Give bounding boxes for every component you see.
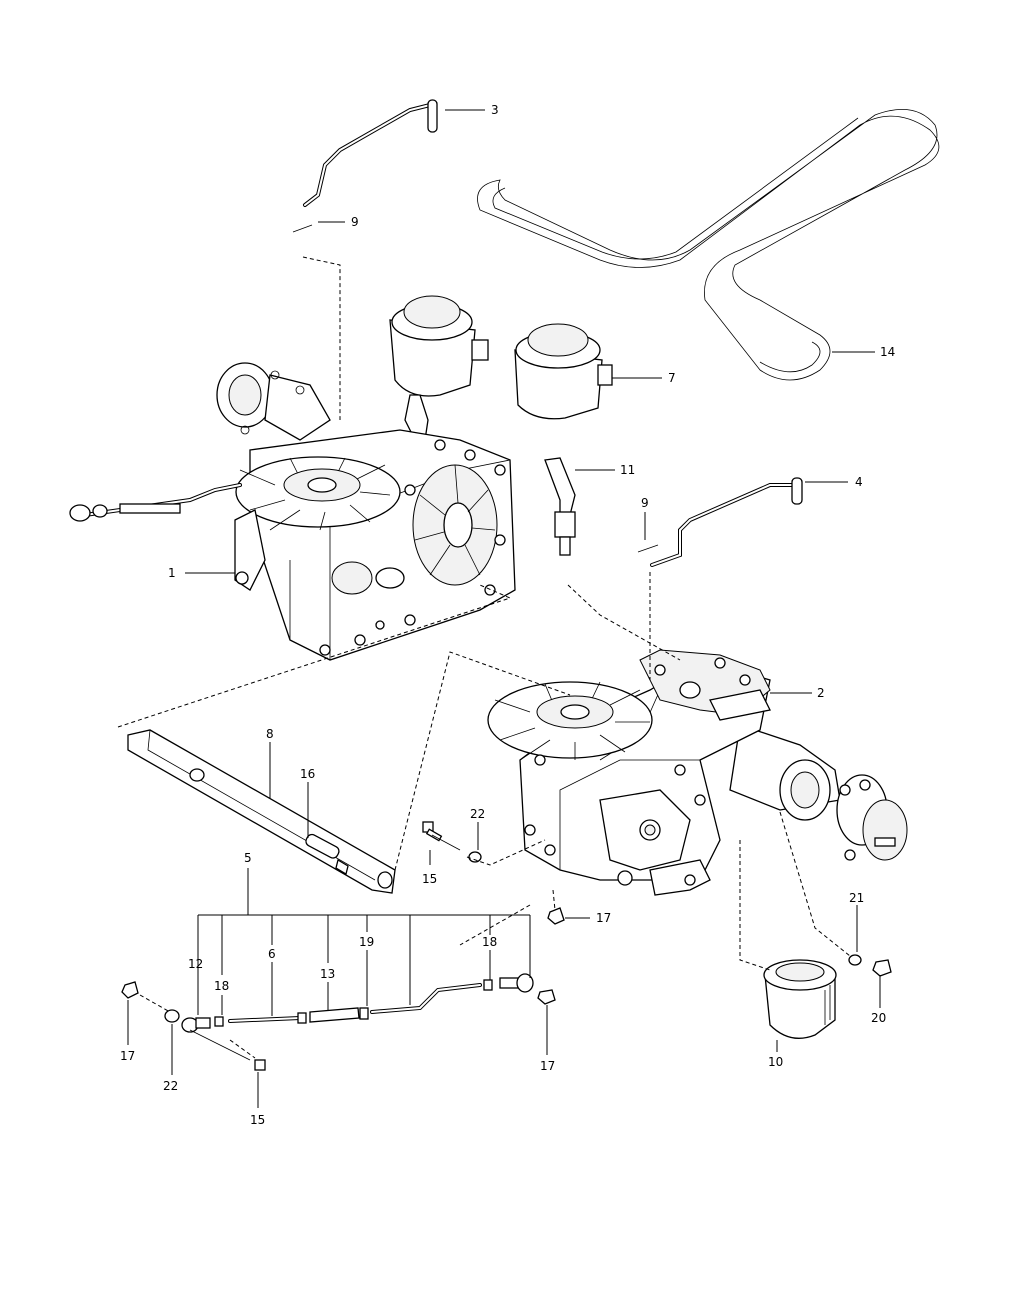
- control-rod-right: [650, 477, 803, 567]
- callout-14: 14: [880, 345, 895, 359]
- callout-7: 7: [668, 371, 676, 385]
- drive-belt: [477, 109, 940, 381]
- hose-fitting: [544, 457, 576, 556]
- callout-9-right: 9: [641, 496, 649, 510]
- callout-10: 10: [768, 1055, 783, 1069]
- callout-20: 20: [871, 1011, 886, 1025]
- callout-12: 12: [188, 957, 203, 971]
- callout-17-left: 17: [120, 1049, 135, 1063]
- callout-18-right: 18: [482, 935, 497, 949]
- callout-21: 21: [849, 891, 864, 905]
- expansion-tank-right: [514, 323, 613, 420]
- cotter-pin-top: [292, 224, 313, 233]
- washer-upper: [468, 851, 482, 863]
- callout-22-upper: 22: [470, 807, 485, 821]
- callout-labels: 3 9 14 7 11 4 9 1 2 8 16 22 5 15 17 21 1…: [120, 103, 895, 1127]
- callout-6: 6: [268, 947, 276, 961]
- callout-17-right: 17: [540, 1059, 555, 1073]
- callout-15-upper: 15: [422, 872, 437, 886]
- callout-18-left: 18: [214, 979, 229, 993]
- callout-16: 16: [300, 767, 315, 781]
- transaxle-right: [487, 649, 908, 896]
- callout-3: 3: [491, 103, 499, 117]
- callout-22-lower: 22: [163, 1079, 178, 1093]
- cotter-pin-right: [637, 544, 659, 553]
- callout-9-top: 9: [351, 215, 359, 229]
- mounting-bar: [127, 729, 396, 894]
- callout-17-mid: 17: [596, 911, 611, 925]
- tie-rod-assembly: [121, 907, 892, 1071]
- callout-2: 2: [817, 686, 825, 700]
- leader-lines: [127, 109, 881, 1108]
- control-rod-left: [303, 99, 438, 207]
- callout-13: 13: [320, 967, 335, 981]
- callout-15-lower: 15: [250, 1113, 265, 1127]
- callout-11: 11: [620, 463, 635, 477]
- assembly-lines: [117, 256, 851, 1059]
- callout-1: 1: [168, 566, 176, 580]
- callout-4: 4: [855, 475, 863, 489]
- bolt-upper: [422, 821, 461, 851]
- callout-5: 5: [244, 851, 252, 865]
- oil-filter: [763, 959, 837, 1039]
- callout-8: 8: [266, 727, 274, 741]
- transaxle-left: [69, 362, 516, 661]
- callout-19: 19: [359, 935, 374, 949]
- expansion-tank-left: [389, 295, 489, 441]
